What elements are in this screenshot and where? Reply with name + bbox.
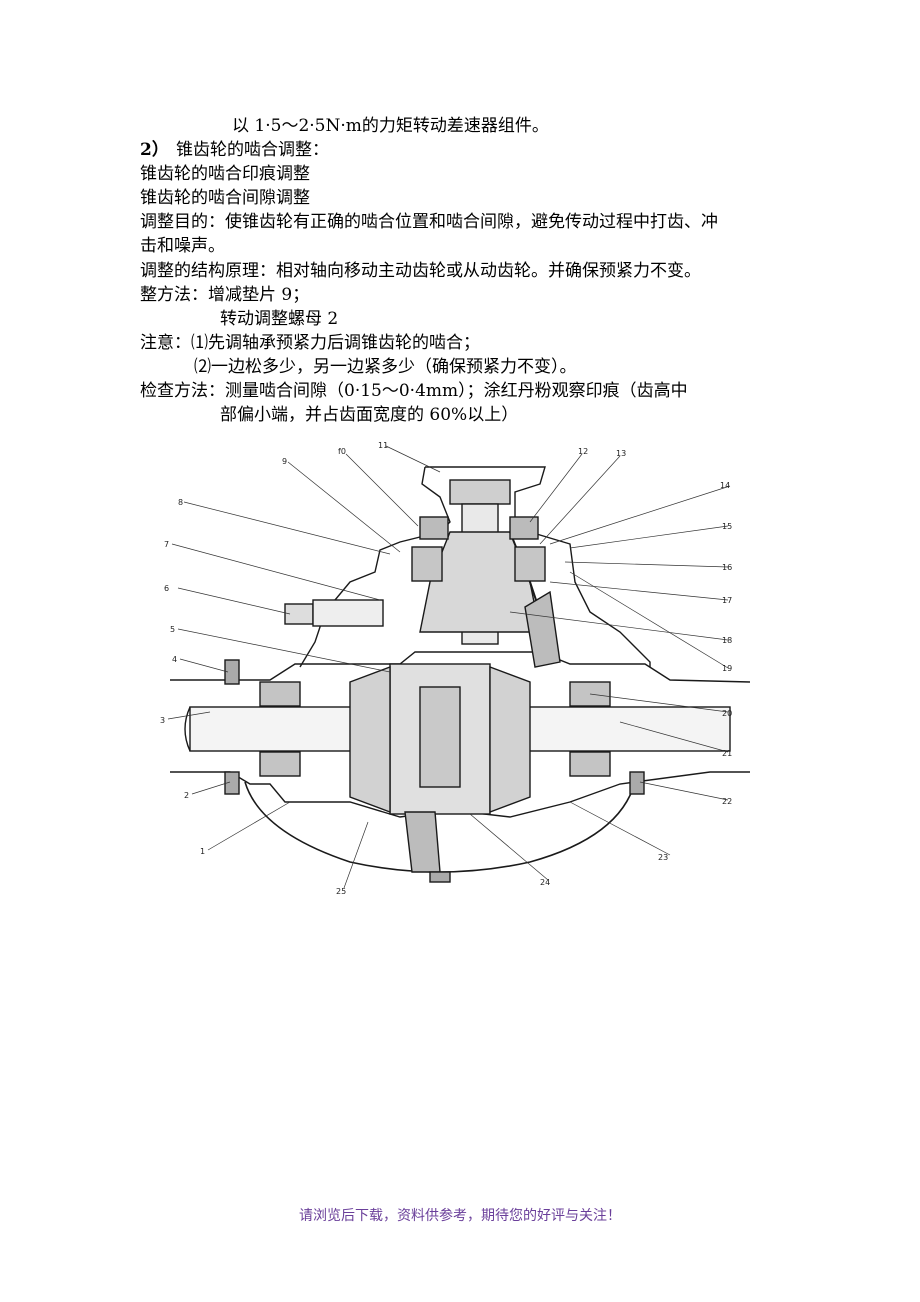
- figure-label: 13: [616, 449, 626, 458]
- figure-label: 8: [178, 498, 183, 507]
- figure-label: 22: [722, 797, 732, 806]
- differential-drawing: 1 2 3 4 5 6 7 8 9 f0 11 12 13 14 15 16 1…: [160, 441, 751, 896]
- purpose-line-1: 调整目的：使锥齿轮有正确的啮合位置和啮合间隙，避免传动过程中打齿、冲: [140, 212, 718, 232]
- method-line-2: 转动调整螺母 2: [220, 309, 339, 329]
- method-line-1: 整方法：增减垫片 9；: [140, 285, 310, 305]
- figure-label: 15: [722, 522, 732, 531]
- check-line-2: 部偏小端，并占齿面宽度的 60%以上）: [220, 405, 519, 425]
- figure-label: 21: [722, 749, 732, 758]
- figure-label: 14: [720, 481, 730, 490]
- section-heading-number: 2）: [140, 140, 169, 160]
- section-heading: 锥齿轮的啮合调整：: [176, 140, 329, 160]
- figure-label: 24: [540, 878, 550, 887]
- note-line-1: 注意：⑴先调轴承预紧力后调锥齿轮的啮合；: [140, 333, 480, 353]
- figure-label: 7: [164, 540, 169, 549]
- figure-label: 6: [164, 584, 169, 593]
- figure-label: 18: [722, 636, 732, 645]
- note-line-2: ⑵一边松多少，另一边紧多少（确保预紧力不变）。: [194, 357, 577, 377]
- principle-line: 调整的结构原理：相对轴向移动主动齿轮或从动齿轮。并确保预紧力不变。: [140, 261, 701, 281]
- figure-labels: 1 2 3 4 5 6 7 8 9 f0 11 12 13 14 15 16 1…: [160, 441, 732, 896]
- figure-label: 2: [184, 791, 189, 800]
- figure-label: 3: [160, 716, 165, 725]
- figure-label: 4: [172, 655, 177, 664]
- text-line-torque: 以 1·5～2·5N·m的力矩转动差速器组件。: [232, 116, 549, 136]
- figure-label: 20: [722, 709, 732, 718]
- figure-label: 17: [722, 596, 732, 605]
- figure-label: 25: [336, 887, 346, 896]
- purpose-line-2: 击和噪声。: [140, 236, 225, 256]
- figure-label: 16: [722, 563, 732, 572]
- figure-label: 23: [658, 853, 668, 862]
- figure-label: f0: [338, 447, 346, 456]
- check-line-1: 检查方法：测量啮合间隙（0·15～0·4mm）；涂红丹粉观察印痕（齿高中: [140, 381, 688, 401]
- figure-label: 11: [378, 441, 388, 450]
- subheading-contact-pattern: 锥齿轮的啮合印痕调整: [140, 164, 310, 184]
- figure-label: 9: [282, 457, 287, 466]
- figure-label: 19: [722, 664, 732, 673]
- figure-label: 5: [170, 625, 175, 634]
- differential-cross-section-figure: 1 2 3 4 5 6 7 8 9 f0 11 12 13 14 15 16 1…: [150, 432, 770, 902]
- figure-label: 1: [200, 847, 205, 856]
- subheading-backlash: 锥齿轮的啮合间隙调整: [140, 188, 310, 208]
- figure-label: 12: [578, 447, 588, 456]
- footer-note: 请浏览后下载，资料供参考，期待您的好评与关注！: [299, 1208, 621, 1224]
